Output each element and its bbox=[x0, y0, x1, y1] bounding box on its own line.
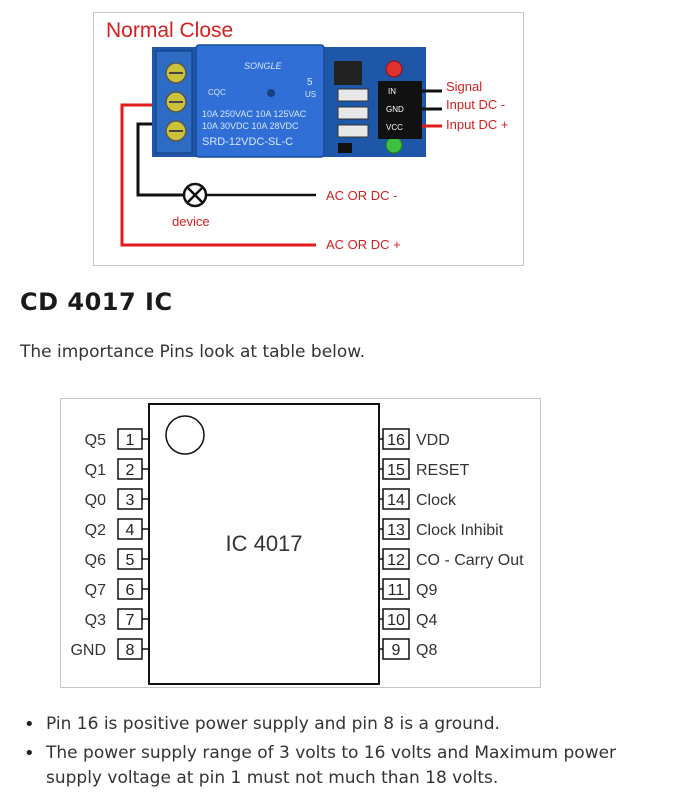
resistor-3 bbox=[337, 124, 369, 138]
header-pin-in: IN bbox=[388, 87, 396, 96]
pin-name-3: Q0 bbox=[85, 492, 106, 509]
pin-number-10: 10 bbox=[387, 612, 405, 629]
section-heading: CD 4017 IC bbox=[20, 288, 173, 316]
pin-number-2: 2 bbox=[126, 462, 135, 479]
pin-header bbox=[378, 81, 422, 139]
right-pin-group: 16 VDD 15 RESET 14 Clock 13 Clock Inhibit 12 CO -… bbox=[379, 428, 524, 660]
black-wire-middle bbox=[136, 122, 316, 197]
relay-dot bbox=[267, 89, 275, 97]
relay-mark-cqc: CQC bbox=[208, 88, 226, 97]
pin-number-6: 6 bbox=[126, 582, 135, 599]
pin-label-gnd: Input DC - bbox=[446, 97, 505, 112]
pin-number-3: 3 bbox=[126, 492, 135, 509]
intro-text: The importance Pins look at table below. bbox=[20, 342, 366, 362]
pin-name-11: Q9 bbox=[416, 582, 437, 599]
relay-line-2: 10A 30VDC 10A 28VDC bbox=[202, 121, 299, 131]
device-icon bbox=[182, 182, 208, 208]
relay-module-figure: Normal Close device SONGLE bbox=[93, 12, 524, 266]
ic-notch-icon bbox=[165, 415, 205, 455]
pin-label-signal: Signal bbox=[446, 79, 482, 94]
pin-box-11 bbox=[382, 578, 410, 600]
transistor bbox=[334, 61, 362, 85]
pin-number-16: 16 bbox=[387, 432, 405, 449]
resistor-2 bbox=[337, 106, 369, 120]
pin-name-2: Q1 bbox=[85, 462, 106, 479]
pin-name-1: Q5 bbox=[85, 432, 106, 449]
pin-name-6: Q7 bbox=[85, 582, 106, 599]
pin-number-9: 9 bbox=[392, 642, 401, 659]
pin-box-13 bbox=[382, 518, 410, 540]
screw-terminals bbox=[165, 62, 187, 142]
pin-name-9: Q8 bbox=[416, 642, 437, 659]
pin-box-12 bbox=[382, 548, 410, 570]
pin-name-15: RESET bbox=[416, 462, 470, 479]
pin-number-7: 7 bbox=[126, 612, 135, 629]
pin-number-13: 13 bbox=[387, 522, 405, 539]
pin-number-11: 11 bbox=[388, 582, 405, 599]
ac-label-plus: AC OR DC + bbox=[326, 237, 401, 252]
header-pin-gnd: GND bbox=[386, 105, 404, 114]
ac-label-minus: AC OR DC - bbox=[326, 188, 398, 203]
green-led-icon bbox=[385, 136, 403, 154]
pin-box-10 bbox=[382, 608, 410, 630]
pin-name-12: CO - Carry Out bbox=[416, 552, 524, 569]
pin-name-14: Clock bbox=[416, 492, 457, 509]
relay-wiring-diagram: Normal Close device SONGLE bbox=[106, 19, 509, 252]
pin-box-14 bbox=[382, 488, 410, 510]
pin-number-4: 4 bbox=[126, 522, 135, 539]
pin-number-12: 12 bbox=[387, 552, 405, 569]
header-pin-vcc: VCC bbox=[386, 123, 403, 132]
ic-chip-label: IC 4017 bbox=[225, 531, 302, 556]
relay-line-3: SRD-12VDC-SL-C bbox=[202, 136, 293, 148]
pin-name-4: Q2 bbox=[85, 522, 106, 539]
pin-number-14: 14 bbox=[387, 492, 405, 509]
pin-name-16: VDD bbox=[416, 432, 450, 449]
pin-number-1: 1 bbox=[126, 432, 135, 449]
pin-name-13: Clock Inhibit bbox=[416, 522, 504, 539]
pin-box-16 bbox=[382, 428, 410, 450]
relay-mark-5: 5 bbox=[307, 77, 313, 88]
pin-label-vcc: Input DC + bbox=[446, 117, 509, 132]
note-item: The power supply range of 3 volts to 16 … bbox=[20, 741, 660, 791]
pin-number-8: 8 bbox=[126, 642, 135, 659]
relay-line-1: 10A 250VAC 10A 125VAC bbox=[202, 109, 307, 119]
device-label: device bbox=[172, 214, 210, 229]
pin-number-5: 5 bbox=[126, 552, 135, 569]
red-wire-top bbox=[120, 103, 316, 247]
relay-title: Normal Close bbox=[106, 19, 233, 42]
pin-name-8: GND bbox=[70, 642, 106, 659]
left-pin-group: 1 Q5 2 Q1 3 Q0 4 Q2 5 Q6 6 Q7 7 Q3 8 GND bbox=[70, 428, 149, 660]
note-item: Pin 16 is positive power supply and pin … bbox=[20, 712, 660, 737]
pin-box-9 bbox=[382, 638, 410, 660]
relay-mark-us: US bbox=[305, 90, 316, 99]
pin-name-5: Q6 bbox=[85, 552, 106, 569]
diode bbox=[338, 143, 352, 153]
pin-number-15: 15 bbox=[387, 462, 405, 479]
pin-box-15 bbox=[382, 458, 410, 480]
pin-name-10: Q4 bbox=[416, 612, 437, 629]
red-led-icon bbox=[385, 60, 403, 78]
notes-list: Pin 16 is positive power supply and pin … bbox=[20, 712, 660, 795]
pin-name-7: Q3 bbox=[85, 612, 106, 629]
resistor-1 bbox=[337, 88, 369, 102]
relay-brand: SONGLE bbox=[244, 61, 283, 71]
relay-body bbox=[195, 44, 325, 158]
